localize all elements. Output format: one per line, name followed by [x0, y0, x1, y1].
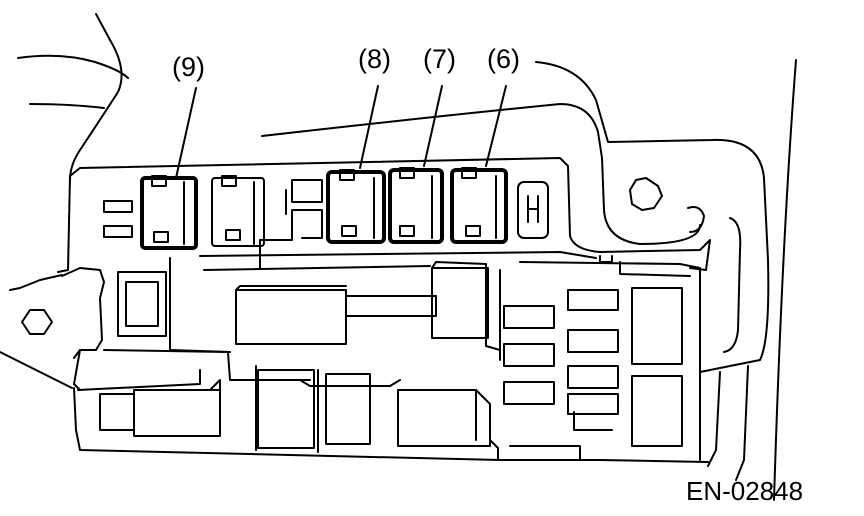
bottom-relay: [398, 390, 490, 446]
small-fuse: [104, 201, 132, 212]
relay-6: [452, 168, 506, 242]
callout-label-9: (9): [172, 52, 205, 82]
relay-unlabeled: [212, 176, 264, 246]
harness-connector: [236, 262, 488, 344]
relay-7: [390, 168, 442, 242]
bottom-connector-left: [100, 380, 220, 436]
small-fuse: [104, 226, 132, 237]
connector-block: [518, 182, 548, 238]
hex-bolt-right: [630, 178, 662, 210]
callout-label-8: (8): [358, 44, 391, 74]
hex-bolt-left: [22, 310, 52, 334]
small-block: [292, 180, 322, 202]
bottom-block: [258, 370, 314, 448]
fuse-box-housing: [58, 158, 710, 462]
callout-label-6: (6): [487, 44, 520, 74]
relay-9: [142, 176, 196, 248]
small-fuse: [568, 366, 618, 388]
small-fuse: [504, 344, 554, 366]
body-panel-outline: [0, 14, 796, 500]
bottom-block: [326, 374, 370, 444]
leader-lines: [176, 86, 506, 178]
large-fuse: [632, 288, 682, 364]
small-fuse: [504, 382, 554, 404]
small-fuse: [504, 306, 554, 328]
small-fuse: [568, 330, 618, 352]
small-fuse: [568, 290, 618, 310]
relay-8: [328, 170, 384, 242]
fuse-socket: [118, 272, 166, 336]
large-fuse: [632, 376, 682, 446]
figure-id: EN-02848: [686, 476, 804, 506]
callout-label-7: (7): [423, 44, 456, 74]
small-fuse: [568, 394, 618, 414]
